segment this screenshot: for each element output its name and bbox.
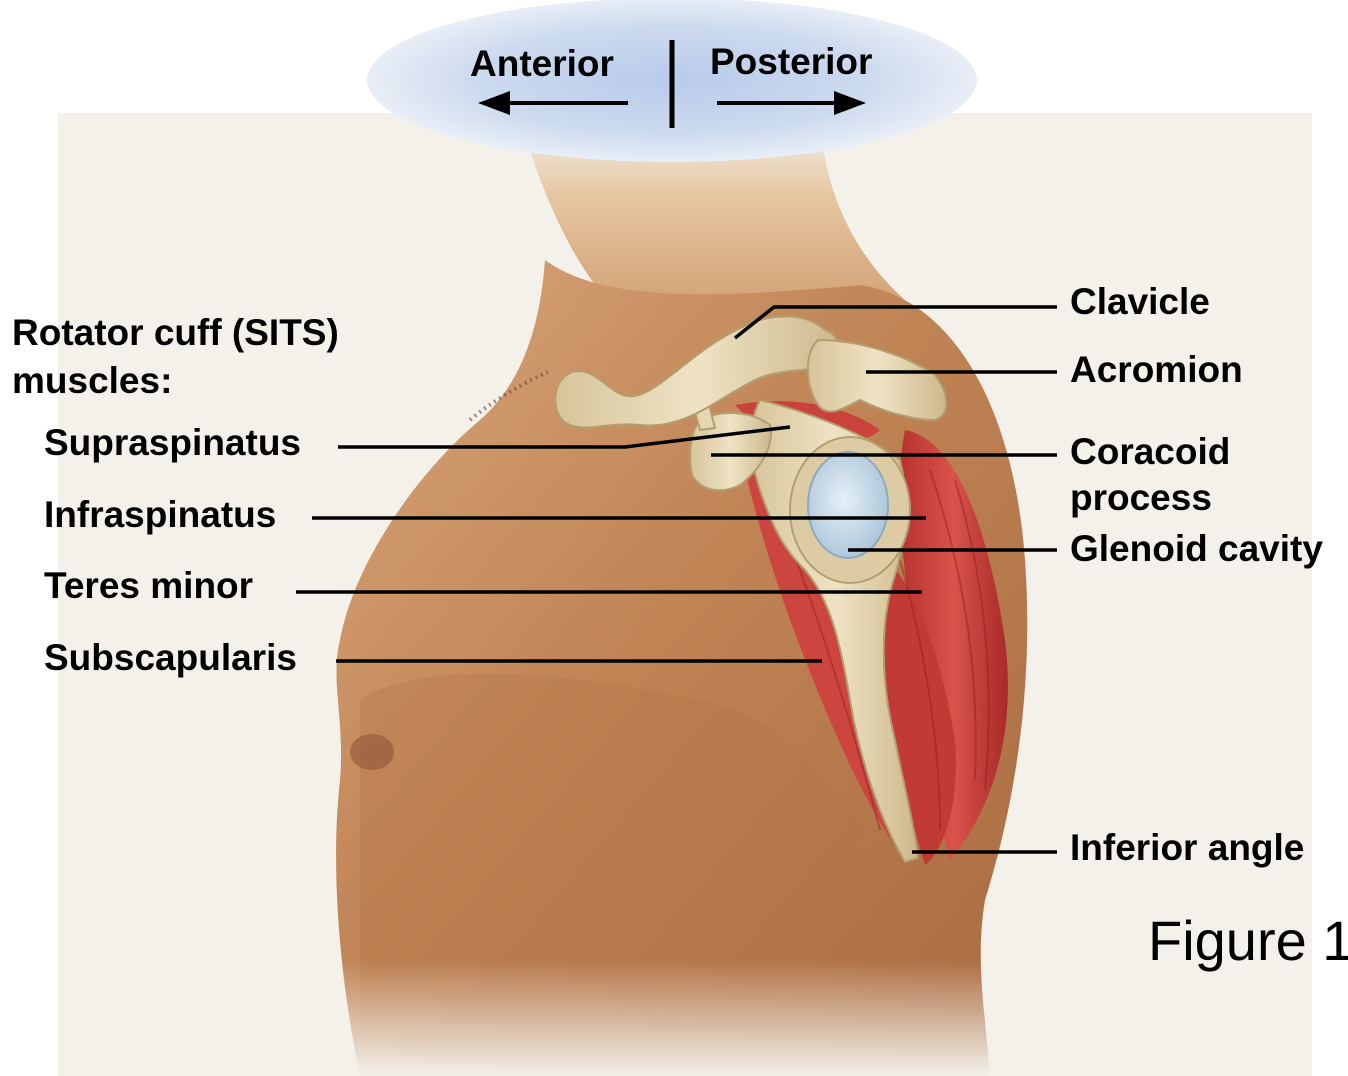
anterior-label: Anterior [470, 45, 614, 82]
figure-caption-clip: Figure 1 [1148, 905, 1348, 985]
rotator-cuff-heading-line2: muscles: [12, 362, 172, 399]
glenoid-label: Glenoid cavity [1070, 530, 1323, 567]
figure-caption: Figure 1 [1148, 913, 1348, 969]
glenoid-cavity [808, 452, 888, 558]
inferior-angle-label: Inferior angle [1070, 829, 1304, 866]
coracoid-label-line1: Coracoid [1070, 433, 1230, 470]
subscapularis-label: Subscapularis [44, 639, 297, 676]
posterior-label: Posterior [710, 43, 872, 80]
rotator-cuff-heading-line1: Rotator cuff (SITS) [12, 314, 339, 351]
coracoid-label-line2: process [1070, 479, 1212, 516]
acromion-label: Acromion [1070, 351, 1243, 388]
clavicle-label: Clavicle [1070, 283, 1210, 320]
bottom-fade [58, 960, 1312, 1076]
teres-minor-label: Teres minor [44, 567, 253, 604]
nipple [350, 734, 394, 770]
supraspinatus-label: Supraspinatus [44, 424, 301, 461]
infraspinatus-label: Infraspinatus [44, 496, 276, 533]
